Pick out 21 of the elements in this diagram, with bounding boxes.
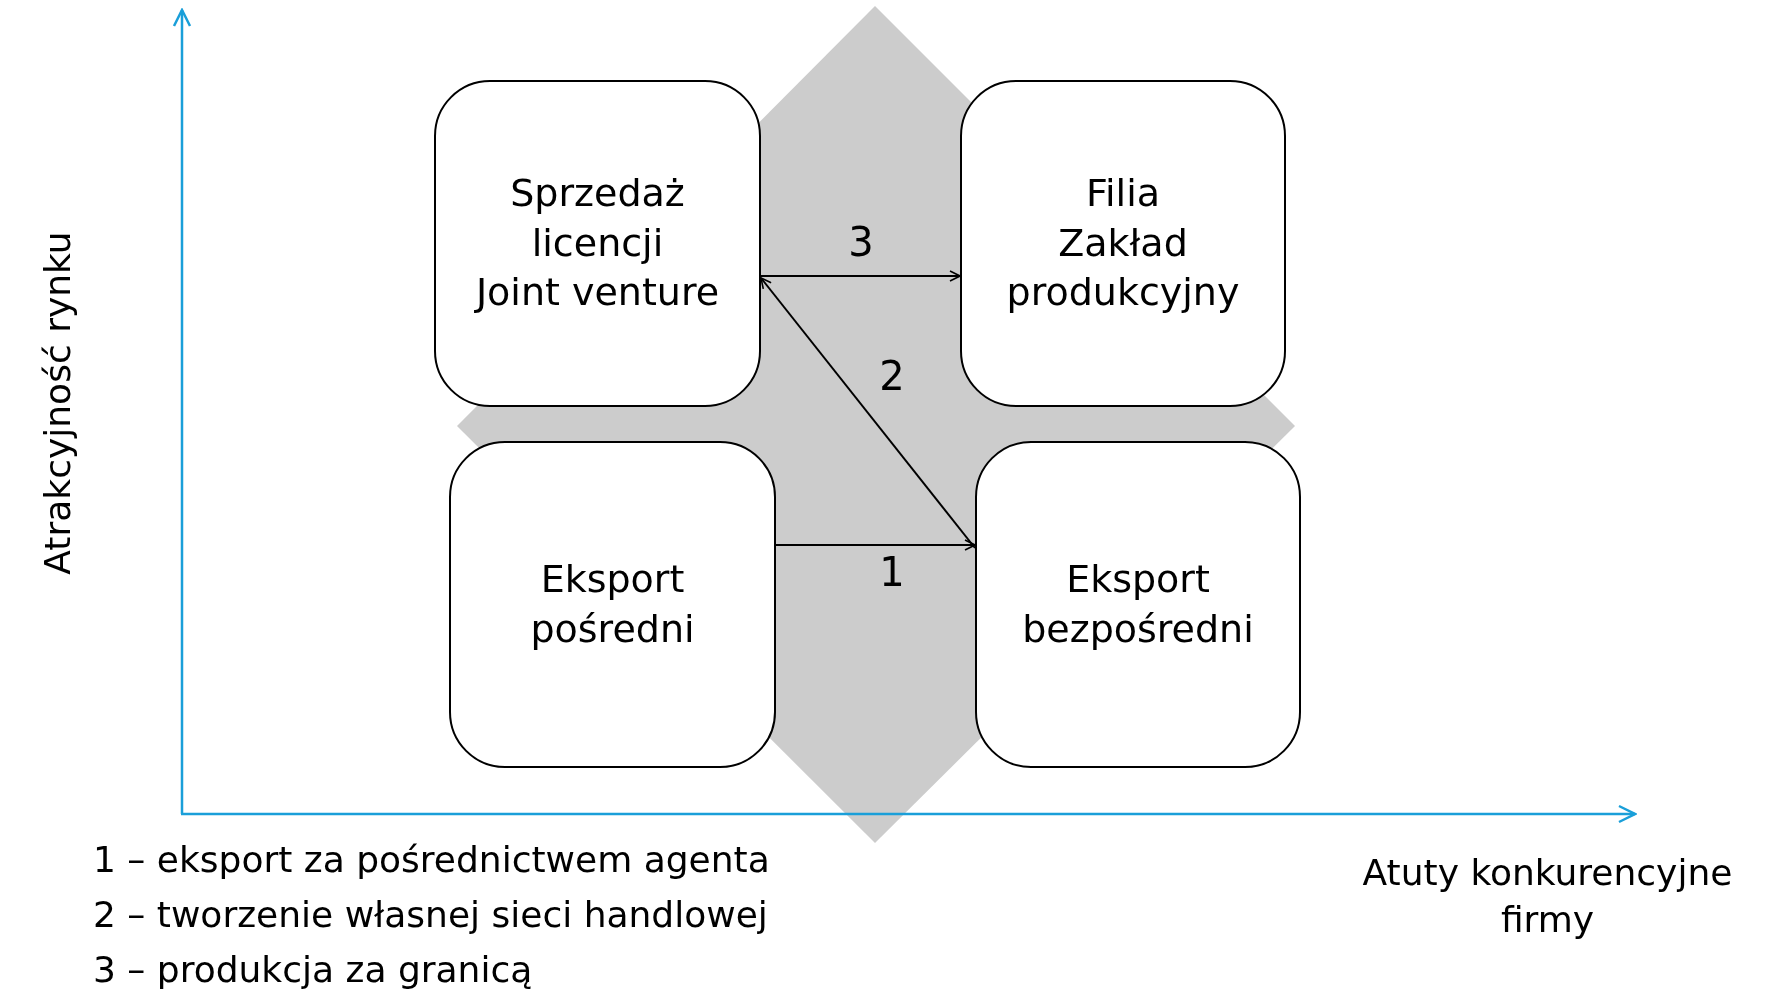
box-text: Zakład produkcyjny [1005,219,1241,317]
axis-label: Atrakcyjność rynku [35,230,79,577]
arrow [760,270,961,282]
edge-label: 2 [879,356,905,396]
box-text: Eksport bezpośredni [1021,556,1255,653]
box-text: Joint venture [475,269,720,317]
box-text: Filia [1085,170,1161,218]
arrow [775,539,976,551]
axis-label: Atuty konkurencyjne firmy [1361,851,1734,942]
legend-note: 1 – eksport za pośrednictwem agenta [93,838,770,882]
rounded-box [975,441,1301,768]
rounded-box [960,80,1286,407]
arrow [760,277,976,549]
rounded-box [434,80,761,407]
rounded-box [449,441,776,768]
edge-label: 3 [848,222,874,262]
legend-note: 2 – tworzenie własnej sieci handlowej [93,893,768,937]
legend-note: 3 – produkcja za granicą [93,948,533,992]
box-text: Eksport pośredni [529,556,696,653]
box-text: Sprzedaż licencji [509,170,686,267]
edge-label: 1 [879,552,905,592]
